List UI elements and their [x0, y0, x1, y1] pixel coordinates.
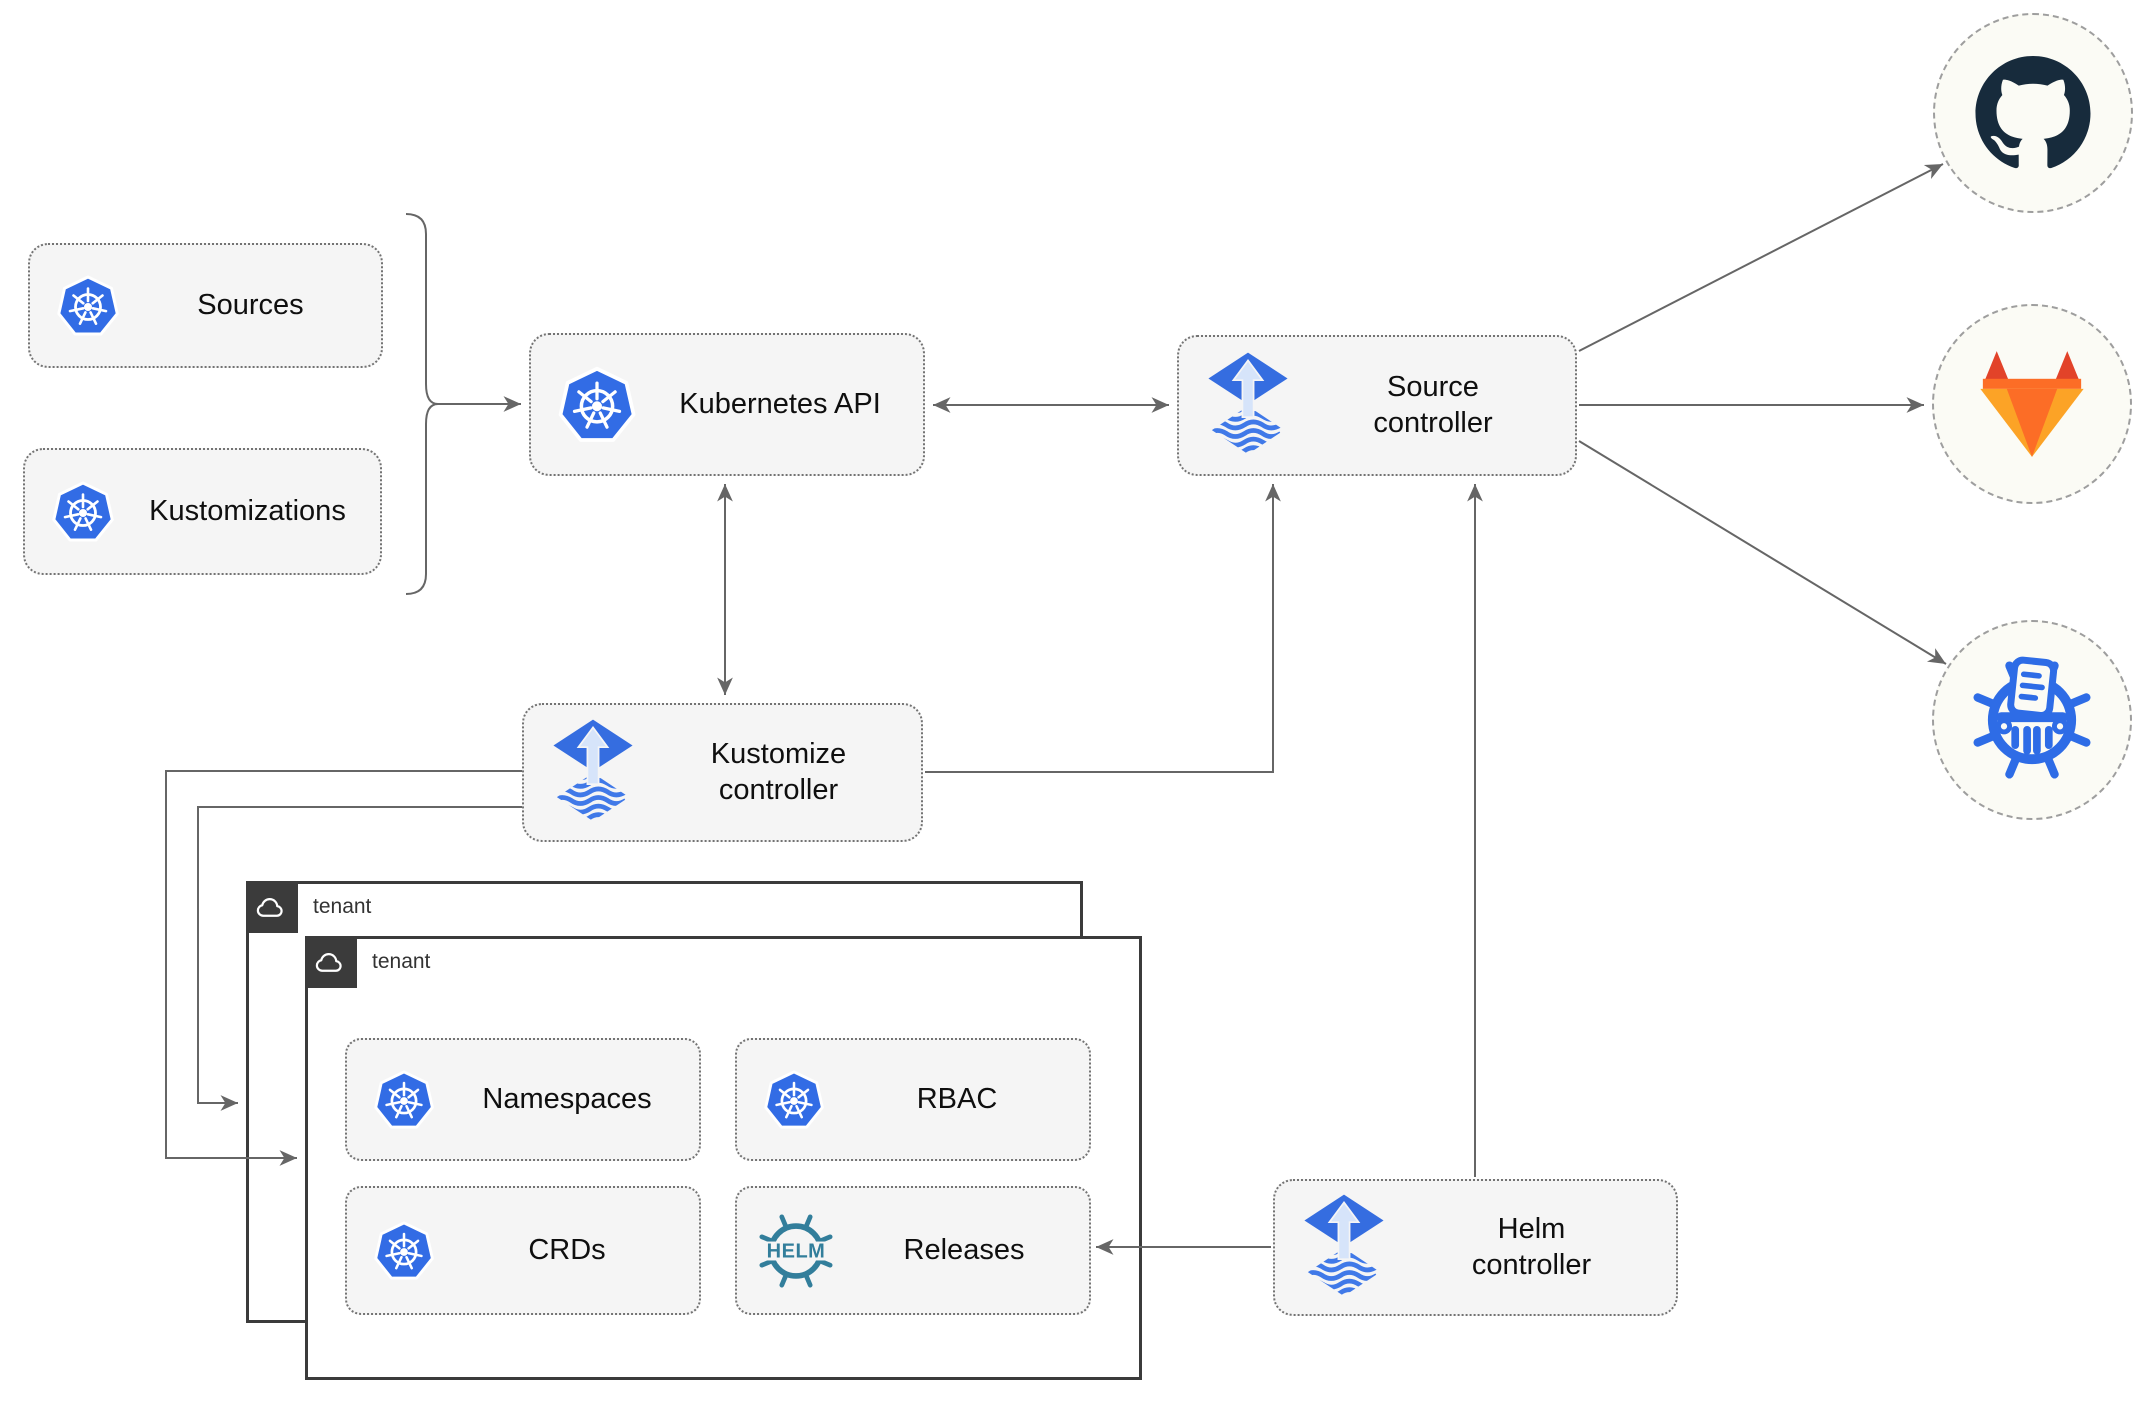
edge-source-to-github — [1578, 163, 1944, 352]
node-rbac: RBAC — [735, 1038, 1091, 1161]
node-kustomizations: Kustomizations — [23, 448, 382, 575]
tenant-box-front: tenant Namespaces RBAC CRDs HELM Release… — [305, 936, 1142, 1380]
helm-icon: HELM — [753, 1208, 839, 1294]
flux-icon — [550, 717, 636, 829]
edge-source-to-chartmuseum — [1578, 440, 1947, 665]
external-chartmuseum — [1932, 620, 2132, 820]
node-label: Kubernetes API — [679, 387, 881, 420]
kubernetes-icon — [557, 365, 637, 445]
node-crds: CRDs — [345, 1186, 701, 1315]
node-label: Sources — [197, 288, 304, 321]
node-kustomize-controller: Kustomize controller — [522, 703, 923, 842]
external-github — [1933, 13, 2133, 213]
node-releases: HELM Releases — [735, 1186, 1091, 1315]
node-kubernetes-api: Kubernetes API — [529, 333, 925, 476]
github-icon — [1974, 56, 2092, 171]
node-namespaces: Namespaces — [345, 1038, 701, 1161]
node-label: Kustomize controller — [710, 738, 847, 806]
gitlab-icon — [1969, 346, 2095, 462]
cloud-icon — [315, 950, 347, 974]
node-helm-controller: Helm controller — [1273, 1179, 1678, 1316]
node-label: Kustomizations — [149, 494, 346, 527]
external-gitlab — [1932, 304, 2132, 504]
node-source-controller: Source controller — [1177, 335, 1577, 476]
node-label: CRDs — [528, 1233, 606, 1266]
node-sources: Sources — [28, 243, 383, 368]
cloud-icon — [256, 895, 288, 919]
node-label: Source controller — [1373, 371, 1493, 439]
node-label: Releases — [903, 1233, 1025, 1266]
kubernetes-icon — [763, 1069, 825, 1131]
flux-icon — [1205, 350, 1291, 462]
chartmuseum-icon — [1962, 650, 2102, 790]
node-label: RBAC — [916, 1082, 998, 1115]
group-brace — [405, 213, 439, 595]
tenant-label: tenant — [313, 895, 372, 918]
flux-icon — [1301, 1192, 1387, 1304]
kubernetes-icon — [373, 1069, 435, 1131]
tenant-header — [246, 881, 298, 933]
kubernetes-icon — [56, 274, 120, 338]
node-label: Namespaces — [482, 1082, 652, 1115]
kubernetes-icon — [51, 480, 115, 544]
node-label: Helm controller — [1471, 1213, 1592, 1281]
kubernetes-icon — [373, 1220, 435, 1282]
tenant-label: tenant — [372, 950, 431, 973]
helm-logo-text: HELM — [767, 1240, 826, 1262]
tenant-header — [305, 936, 357, 988]
edge-kustomize-to-source — [925, 484, 1281, 773]
